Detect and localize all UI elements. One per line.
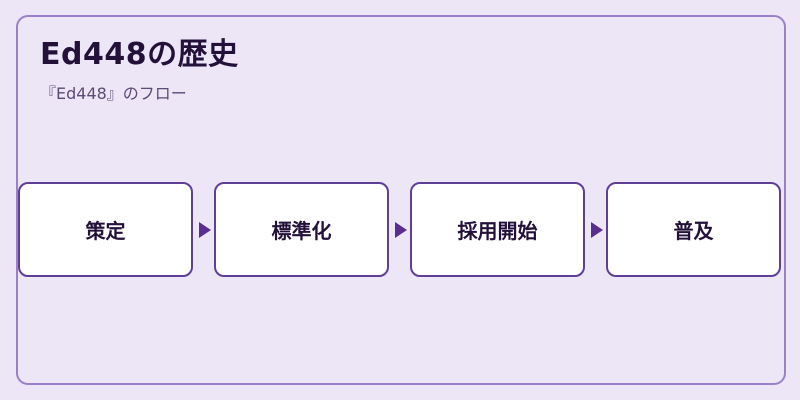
flow-step-label: 策定 — [85, 219, 126, 243]
diagram-card: Ed448の歴史 『Ed448』のフロー 策定 標準化 採用開始 普及 — [16, 15, 786, 385]
flow-step-3: 採用開始 — [410, 182, 585, 277]
flow-step-label: 採用開始 — [457, 219, 538, 243]
flow-step-1: 策定 — [18, 182, 193, 277]
flow-step-2: 標準化 — [214, 182, 389, 277]
flow-diagram: 策定 標準化 採用開始 普及 — [18, 182, 784, 282]
flow-step-4: 普及 — [606, 182, 781, 277]
flow-arrow-icon — [199, 222, 211, 238]
diagram-subtitle: 『Ed448』のフロー — [40, 84, 187, 103]
flow-arrow-icon — [591, 222, 603, 238]
flow-arrow-icon — [395, 222, 407, 238]
flow-step-label: 普及 — [673, 219, 714, 243]
flow-step-label: 標準化 — [271, 219, 332, 243]
diagram-title: Ed448の歴史 — [40, 37, 239, 72]
